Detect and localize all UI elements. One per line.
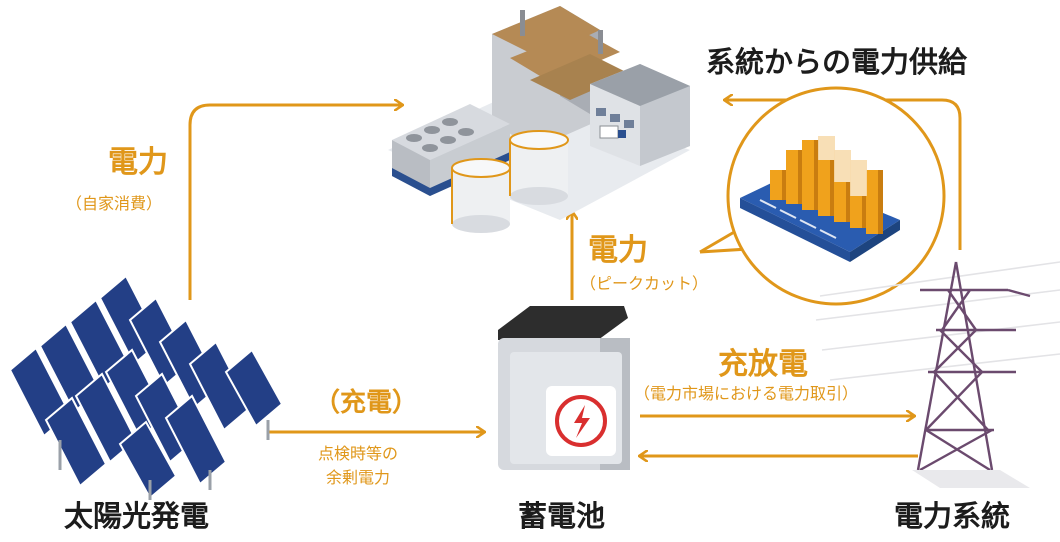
solar-panels-illustration xyxy=(8,274,284,500)
charge-sublabel-line1: 点検時等の xyxy=(318,444,399,463)
transmission-tower xyxy=(916,261,1031,472)
peak-cut-sublabel: （ピークカット） xyxy=(580,274,709,293)
self-consumption-label: 電力 xyxy=(108,145,168,180)
charge-discharge-label: 充放電 xyxy=(718,347,808,382)
diagram-title: 系統からの電力供給 xyxy=(706,45,968,79)
battery-label: 蓄電池 xyxy=(518,499,606,533)
grid-supply-arrow xyxy=(725,100,962,250)
tower-base xyxy=(912,470,1030,488)
peak-cut-bars xyxy=(770,136,883,234)
power-lines xyxy=(815,261,1060,381)
peak-cut-label: 電力 xyxy=(588,233,648,268)
self-consumption-arrow xyxy=(188,105,402,300)
factory-illustration xyxy=(388,6,690,233)
charge-discharge-sublabel: （電力市場における電力取引） xyxy=(634,384,859,403)
self-consumption-sublabel: （自家消費） xyxy=(66,194,163,213)
grid-label: 電力系統 xyxy=(894,499,1011,533)
charge-sublabel-line2: 余剰電力 xyxy=(326,468,391,487)
peak-cut-bubble xyxy=(699,86,946,306)
charge-label: （充電） xyxy=(314,388,419,418)
storage-tank-1 xyxy=(451,158,511,233)
storage-tank-2 xyxy=(509,130,569,205)
battery-illustration xyxy=(498,306,630,470)
solar-label: 太陽光発電 xyxy=(64,499,210,533)
